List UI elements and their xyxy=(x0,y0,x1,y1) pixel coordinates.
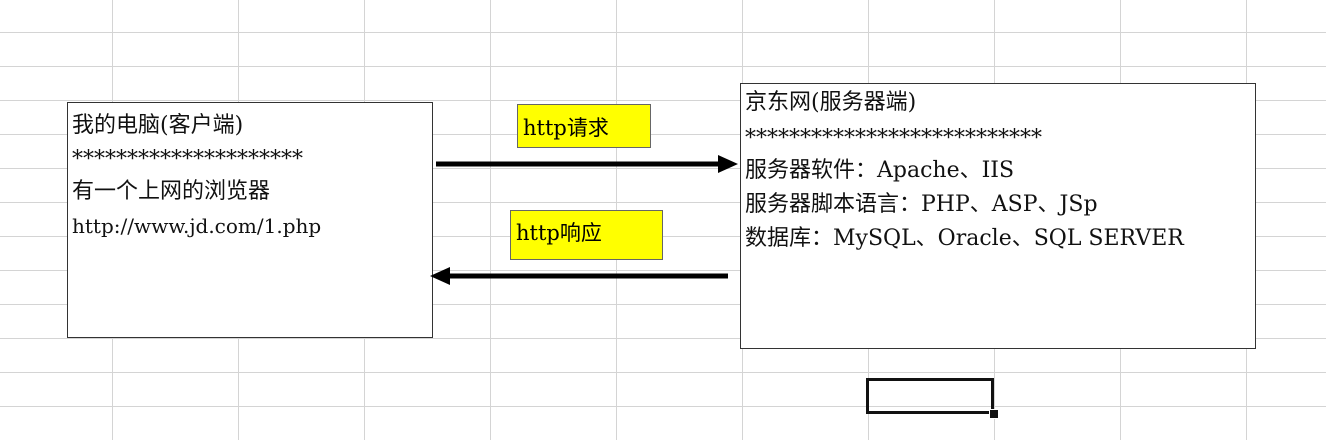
server-divider: *************************** xyxy=(745,126,1042,151)
fill-handle[interactable] xyxy=(989,409,999,419)
selected-cell[interactable] xyxy=(866,378,994,414)
client-url: http://www.jd.com/1.php xyxy=(72,214,322,238)
server-box: 京东网(服务器端) *************************** 服务… xyxy=(740,83,1256,349)
client-browser-text: 有一个上网的浏览器 xyxy=(72,179,271,204)
server-script-language: 服务器脚本语言：PHP、ASP、JSp xyxy=(745,192,1098,217)
client-divider: ********************* xyxy=(72,147,303,172)
response-arrow xyxy=(430,267,728,285)
client-title: 我的电脑(客户端) xyxy=(72,113,244,138)
client-box: 我的电脑(客户端) ********************* 有一个上网的浏览… xyxy=(67,102,433,338)
response-label: http响应 xyxy=(510,210,663,260)
server-software: 服务器软件：Apache、IIS xyxy=(745,158,1015,183)
request-arrow xyxy=(436,155,738,173)
server-title: 京东网(服务器端) xyxy=(745,90,917,115)
server-database: 数据库：MySQL、Oracle、SQL SERVER xyxy=(745,226,1184,251)
request-label: http请求 xyxy=(517,104,651,148)
